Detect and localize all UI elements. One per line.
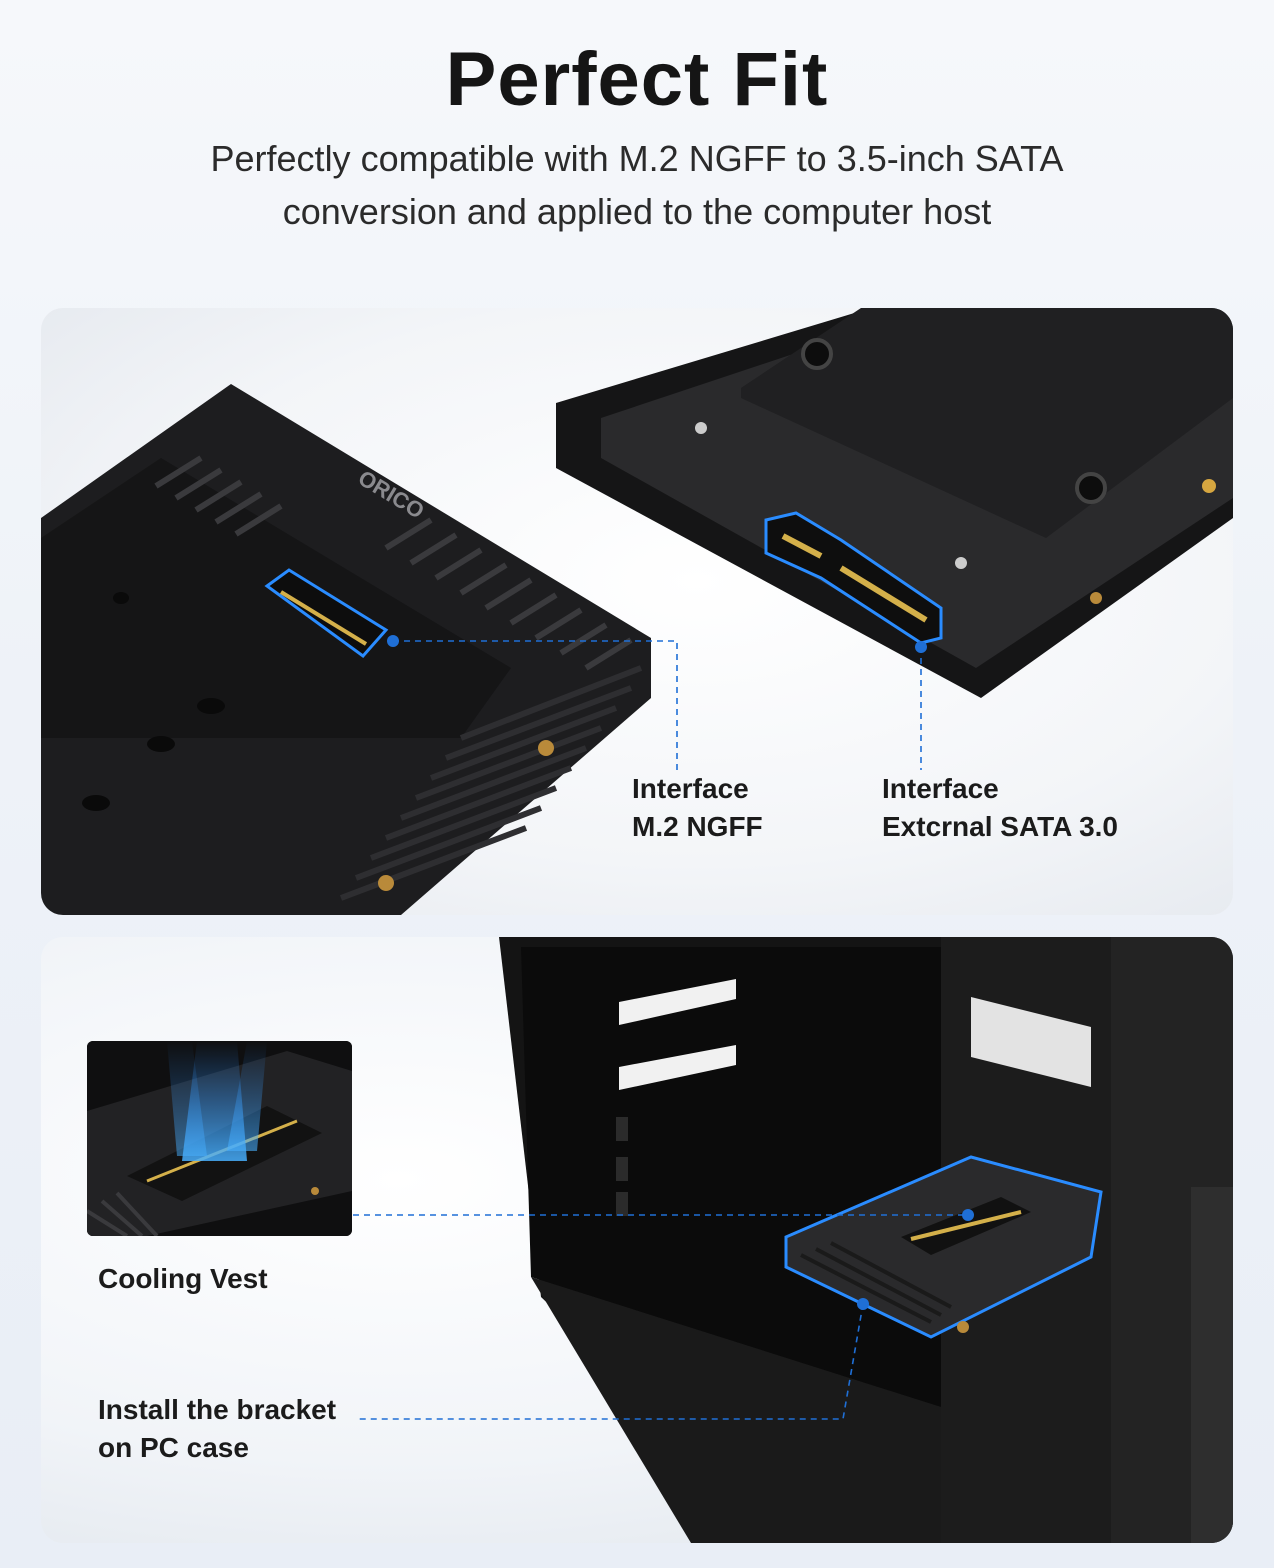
- enclosure-left-image: [41, 384, 651, 915]
- m2-interface-line2: M.2 NGFF: [632, 811, 763, 842]
- interface-illustration: [41, 308, 1233, 915]
- cooling-vest-image: [87, 1041, 352, 1236]
- page-title: Perfect Fit: [445, 37, 829, 122]
- cooling-vest-label: Cooling Vest: [98, 1263, 268, 1294]
- sata-interface-line2: Extcrnal SATA 3.0: [882, 811, 1119, 842]
- subtitle-line-1: Perfectly compatible with M.2 NGFF to 3.…: [210, 138, 1064, 179]
- m2-interface-label: Interface M.2 NGFF: [632, 770, 763, 846]
- callout-lines: [393, 640, 922, 770]
- callout-dot-m2: [387, 635, 399, 647]
- install-bracket-line1: Install the bracket: [98, 1394, 337, 1425]
- sata-interface-line1: Interface: [882, 773, 999, 804]
- enclosure-right-image: [556, 308, 1233, 698]
- callout-dot-bracket: [857, 1298, 869, 1310]
- install-bracket-label: Install the bracket on PC case: [98, 1391, 336, 1467]
- installed-bracket-image: [784, 1155, 1103, 1339]
- subtitle-line-2: conversion and applied to the computer h…: [282, 191, 992, 232]
- cooling-vest-inset: [87, 1041, 352, 1236]
- install-callout-lines: [353, 1214, 968, 1420]
- install-bracket-line2: on PC case: [98, 1432, 249, 1463]
- product-interface-panel: ORICO: [41, 308, 1233, 915]
- pc-case-install-panel: [41, 937, 1233, 1543]
- sata-interface-label: Interface Extcrnal SATA 3.0: [882, 770, 1118, 846]
- pc-case-illustration: [353, 937, 1233, 1543]
- callout-dot-sata: [915, 641, 927, 653]
- m2-interface-line1: Interface: [632, 773, 749, 804]
- callout-dot-cooling: [962, 1209, 974, 1221]
